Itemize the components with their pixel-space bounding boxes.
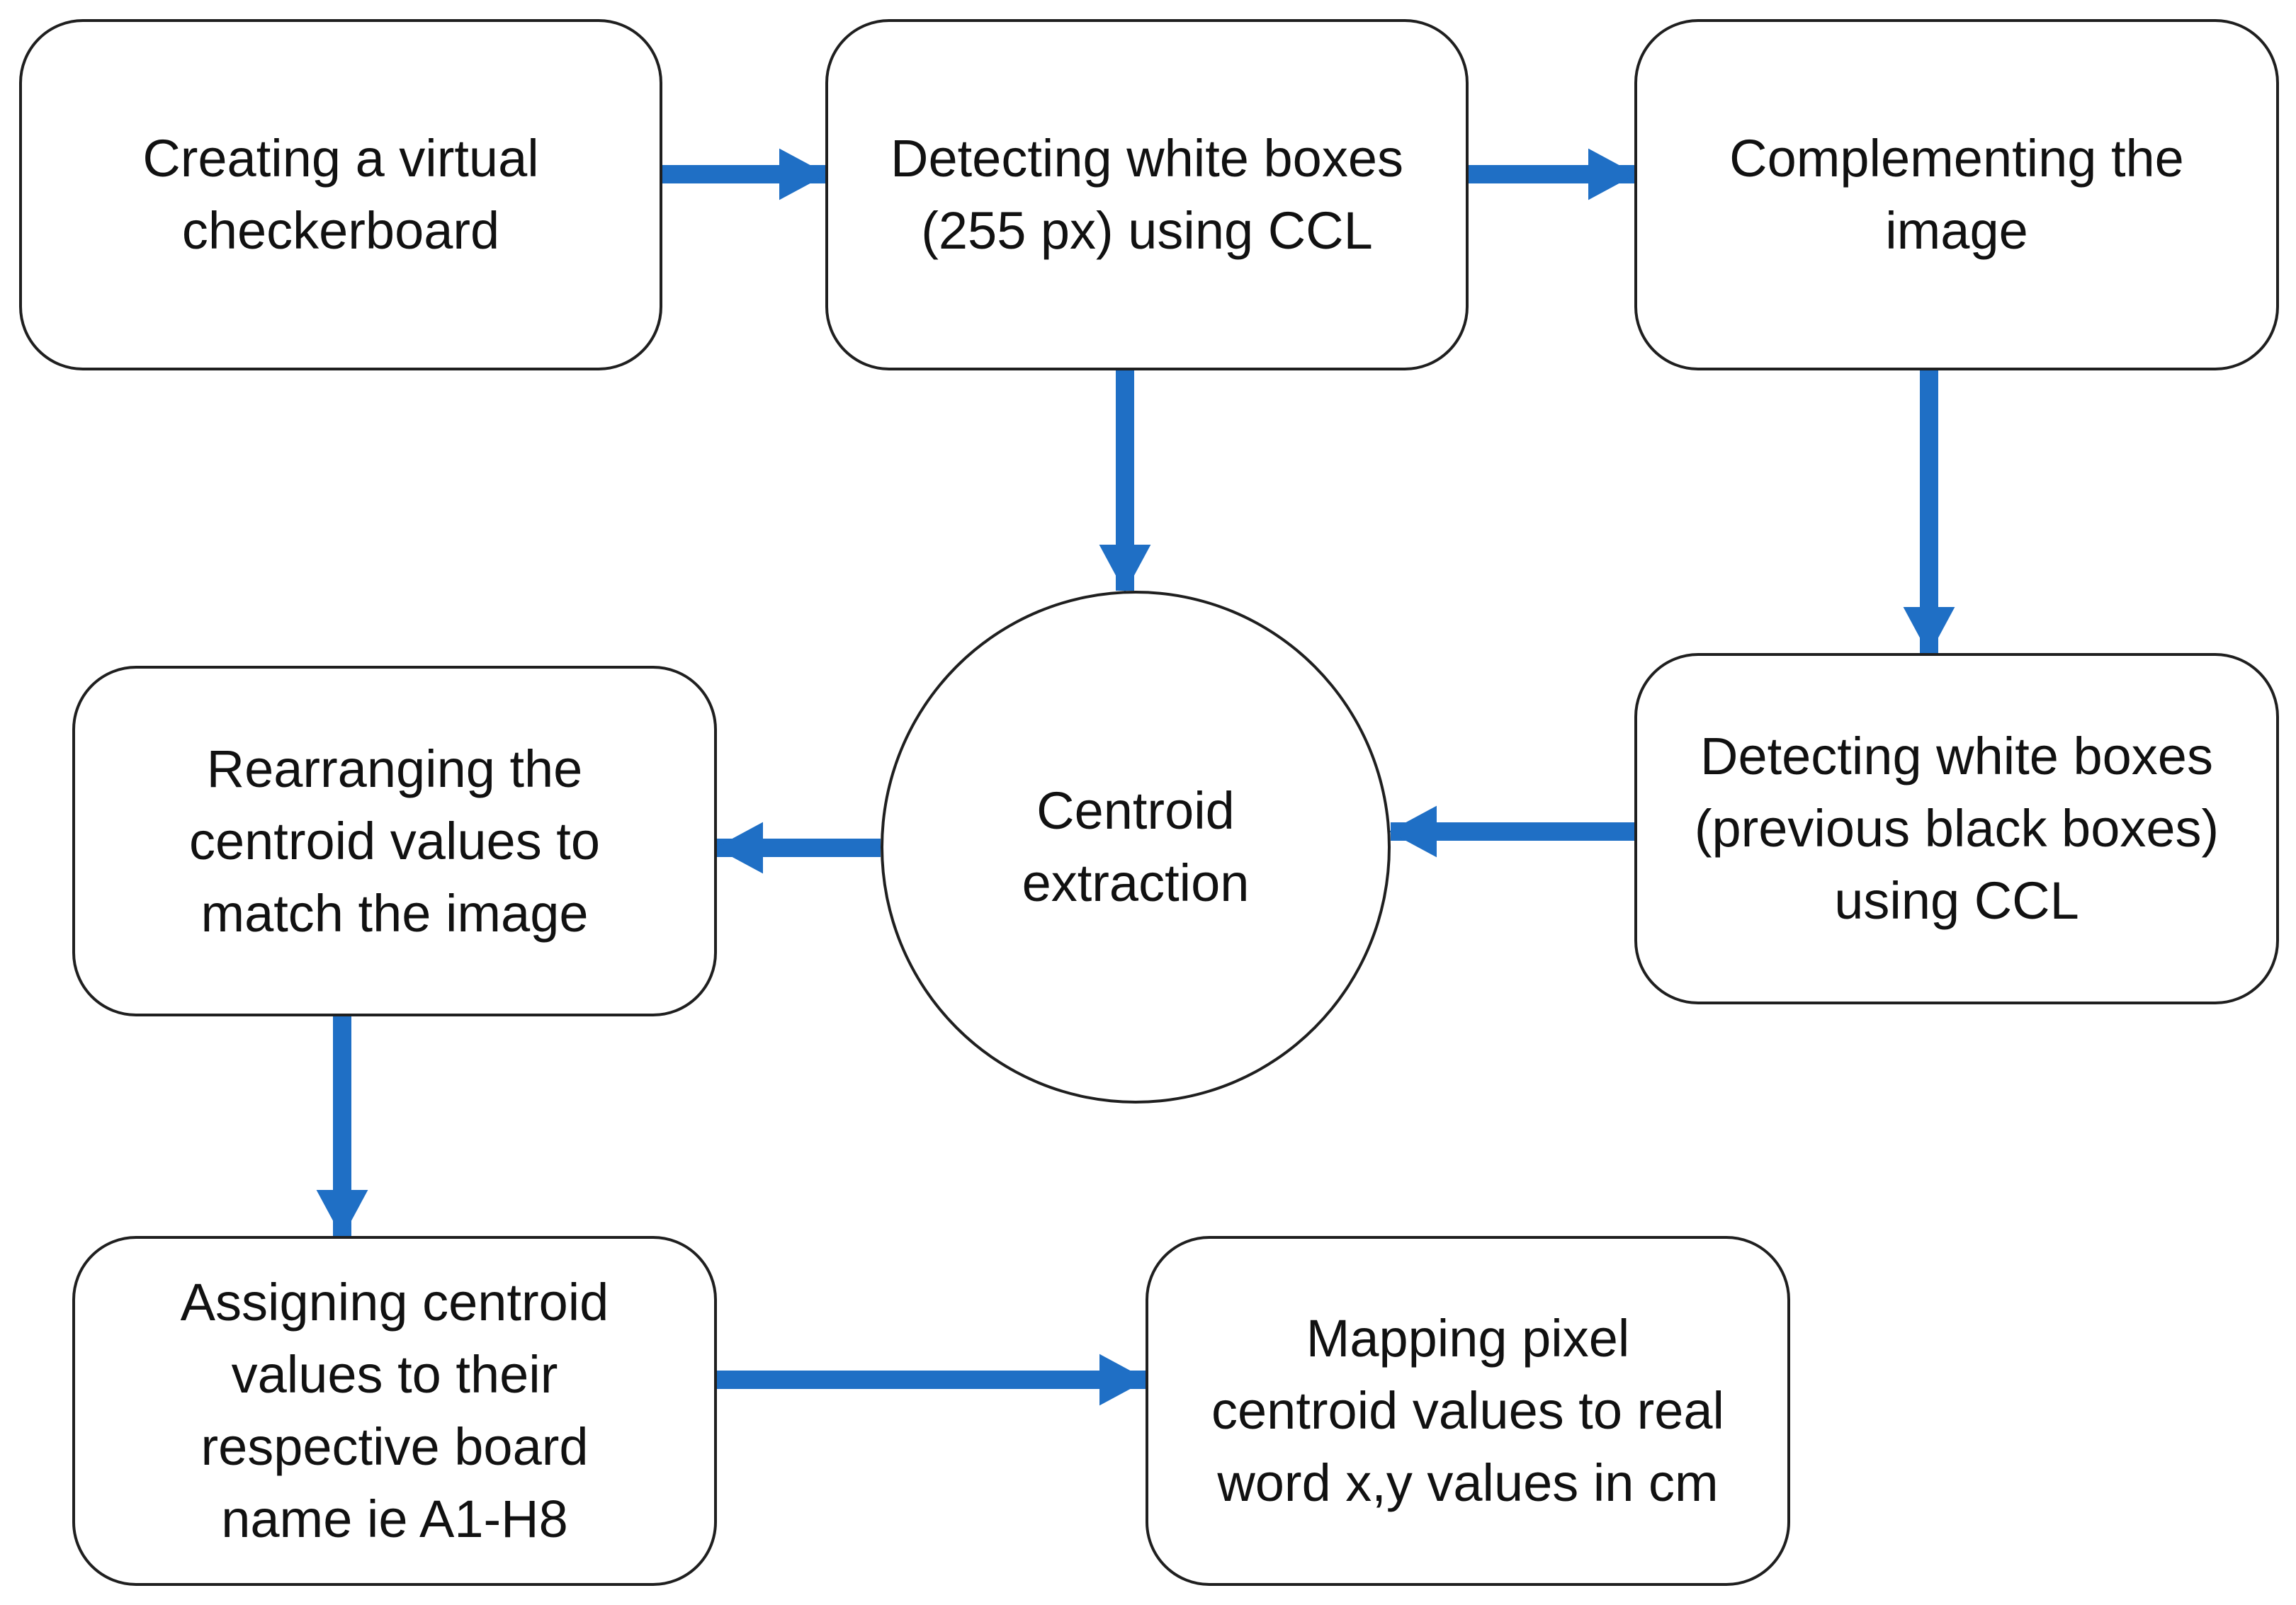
node-assign-centroids: Assigning centroid values to their respe… <box>72 1236 717 1586</box>
node-detect-white-boxes: Detecting white boxes (255 px) using CCL <box>825 19 1469 370</box>
node-create-checkerboard-label: Creating a virtual checkerboard <box>142 129 539 260</box>
node-map-to-real-world-label: Mapping pixel centroid values to real wo… <box>1211 1309 1724 1512</box>
node-detect-white-boxes-label: Detecting white boxes (255 px) using CCL <box>890 129 1403 260</box>
node-assign-centroids-label: Assigning centroid values to their respe… <box>180 1273 609 1548</box>
node-detect-black-boxes-label: Detecting white boxes (previous black bo… <box>1694 727 2219 930</box>
node-map-to-real-world: Mapping pixel centroid values to real wo… <box>1146 1236 1790 1586</box>
node-complement-image: Complementing the image <box>1634 19 2279 370</box>
node-create-checkerboard: Creating a virtual checkerboard <box>19 19 662 370</box>
node-centroid-extraction-label: Centroid extraction <box>1022 781 1250 912</box>
node-detect-black-boxes: Detecting white boxes (previous black bo… <box>1634 653 2279 1004</box>
node-centroid-extraction: Centroid extraction <box>881 591 1391 1104</box>
node-rearrange-centroids: Rearranging the centroid values to match… <box>72 666 717 1016</box>
node-rearrange-centroids-label: Rearranging the centroid values to match… <box>188 739 600 943</box>
node-complement-image-label: Complementing the image <box>1729 129 2184 260</box>
